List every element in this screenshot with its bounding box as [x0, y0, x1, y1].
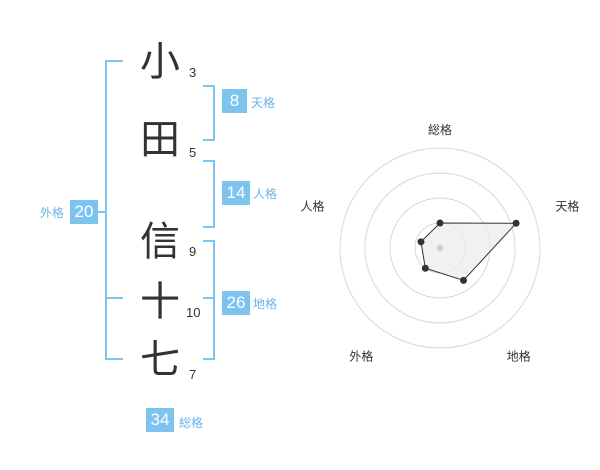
radar-ring [364, 172, 516, 324]
gaikaku-bracket [105, 60, 123, 360]
radar-rings [339, 147, 541, 349]
stroke-count-2: 5 [189, 145, 197, 160]
chikaku-badge: 26 [222, 291, 250, 315]
radar-center [437, 245, 443, 251]
soukaku-label: 総格 [179, 416, 204, 430]
gaikaku-mid-tick [105, 297, 123, 299]
name-char-5: 七 [140, 337, 180, 383]
radar-point-3 [460, 276, 468, 284]
radar-axis-label: 外格 [349, 348, 373, 363]
stroke-count-5: 7 [189, 367, 197, 382]
stroke-count-4: 10 [186, 305, 201, 320]
radar-points [417, 219, 520, 284]
chikaku-label: 地格 [253, 297, 278, 311]
stroke-count-1: 3 [189, 65, 197, 80]
stroke-count-3: 9 [189, 244, 197, 259]
tenkaku-badge: 8 [222, 89, 247, 113]
chikaku-bracket [203, 240, 215, 360]
gaikaku-label: 外格 [40, 206, 65, 220]
jinkaku-badge: 14 [222, 181, 250, 205]
soukaku-badge: 34 [146, 408, 174, 432]
radar-axis-label: 総格 [428, 122, 452, 137]
chikaku-mid-tick [203, 297, 215, 299]
radar-axis-label: 天格 [555, 199, 579, 214]
radar-point-4 [421, 264, 429, 272]
radar-polygon [420, 222, 518, 281]
tenkaku-label: 天格 [251, 96, 276, 110]
radar-point-1 [436, 219, 444, 227]
radar-ring [339, 147, 541, 349]
radar-axis-label: 地格 [507, 348, 531, 363]
tenkaku-bracket [203, 85, 215, 141]
jinkaku-label: 人格 [253, 187, 278, 201]
name-char-4: 十 [140, 279, 180, 325]
jinkaku-bracket [203, 160, 215, 228]
radar-point-2 [512, 219, 520, 227]
name-char-1: 小 [140, 39, 180, 85]
radar-point-5 [417, 238, 425, 246]
name-char-3: 信 [140, 219, 180, 265]
name-char-2: 田 [140, 117, 180, 163]
gaikaku-badge: 20 [70, 200, 98, 224]
radar-axis-label: 人格 [301, 199, 325, 214]
gaikaku-connector [98, 211, 106, 213]
